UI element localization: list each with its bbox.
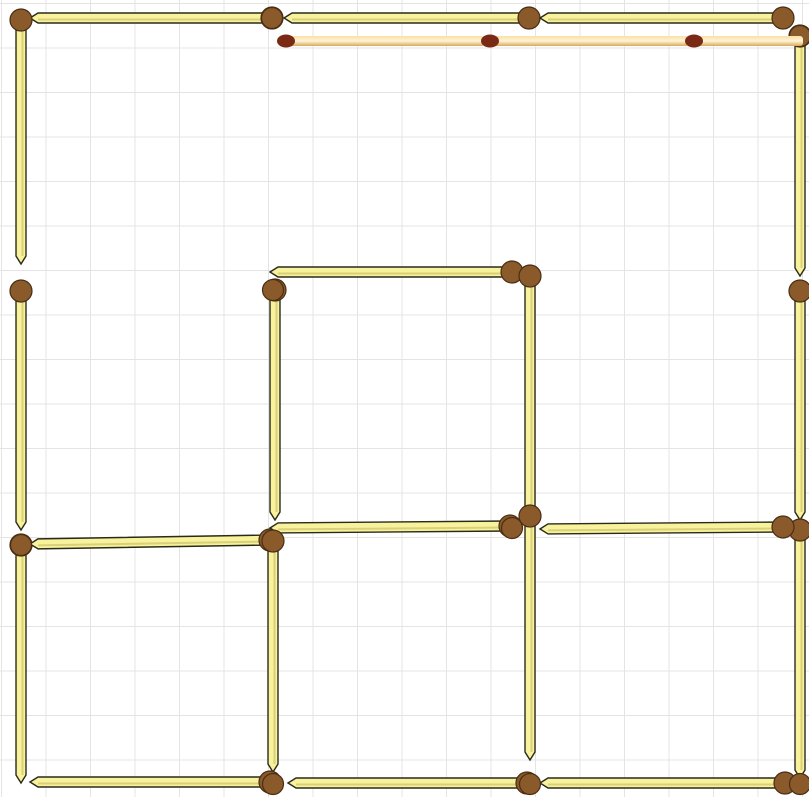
match-head-joint <box>790 774 809 795</box>
loose-matchstick-3[interactable] <box>685 35 803 48</box>
match-head <box>772 516 794 538</box>
matchstick-18[interactable] <box>30 771 281 793</box>
matchstick-17[interactable] <box>519 505 541 760</box>
matchstick-1[interactable] <box>30 7 283 29</box>
match-head-joint <box>263 280 284 301</box>
match-head <box>518 7 540 29</box>
match-head-joint <box>11 535 32 556</box>
matchstick-10[interactable] <box>270 261 523 283</box>
matchstick-8[interactable] <box>789 280 809 520</box>
matchstick-12[interactable] <box>519 265 541 514</box>
matchsticks-layer <box>10 7 809 795</box>
matchstick-13[interactable] <box>30 529 281 555</box>
match-head-joint <box>502 518 523 539</box>
matchstick-4[interactable] <box>10 9 32 264</box>
match-head <box>772 7 794 29</box>
matchstick-3[interactable] <box>540 7 794 29</box>
match-head <box>519 505 541 527</box>
matchstick-6[interactable] <box>10 534 32 783</box>
match-head-joint <box>263 774 284 795</box>
matchstick-11[interactable] <box>264 279 286 520</box>
match-head <box>789 280 809 302</box>
match-head <box>10 280 32 302</box>
matchstick-5[interactable] <box>10 280 32 530</box>
loose-matchstick-2[interactable] <box>481 35 689 48</box>
match-head <box>519 265 541 287</box>
matchstick-2[interactable] <box>284 7 540 29</box>
matchstick-15[interactable] <box>540 516 794 540</box>
loose-matchstick-1[interactable] <box>277 35 485 48</box>
match-head <box>262 530 284 552</box>
match-head-joint <box>520 774 541 795</box>
matchstick-20[interactable] <box>540 772 796 794</box>
matchstick-7[interactable] <box>789 25 809 276</box>
loose-matchsticks-layer <box>277 35 803 48</box>
matchstick-9[interactable] <box>789 519 809 778</box>
matchstick-14[interactable] <box>270 515 521 539</box>
matchstick-19[interactable] <box>288 772 538 794</box>
match-head-joint <box>262 8 283 29</box>
match-head <box>10 9 32 31</box>
matchstick-16[interactable] <box>262 530 284 772</box>
